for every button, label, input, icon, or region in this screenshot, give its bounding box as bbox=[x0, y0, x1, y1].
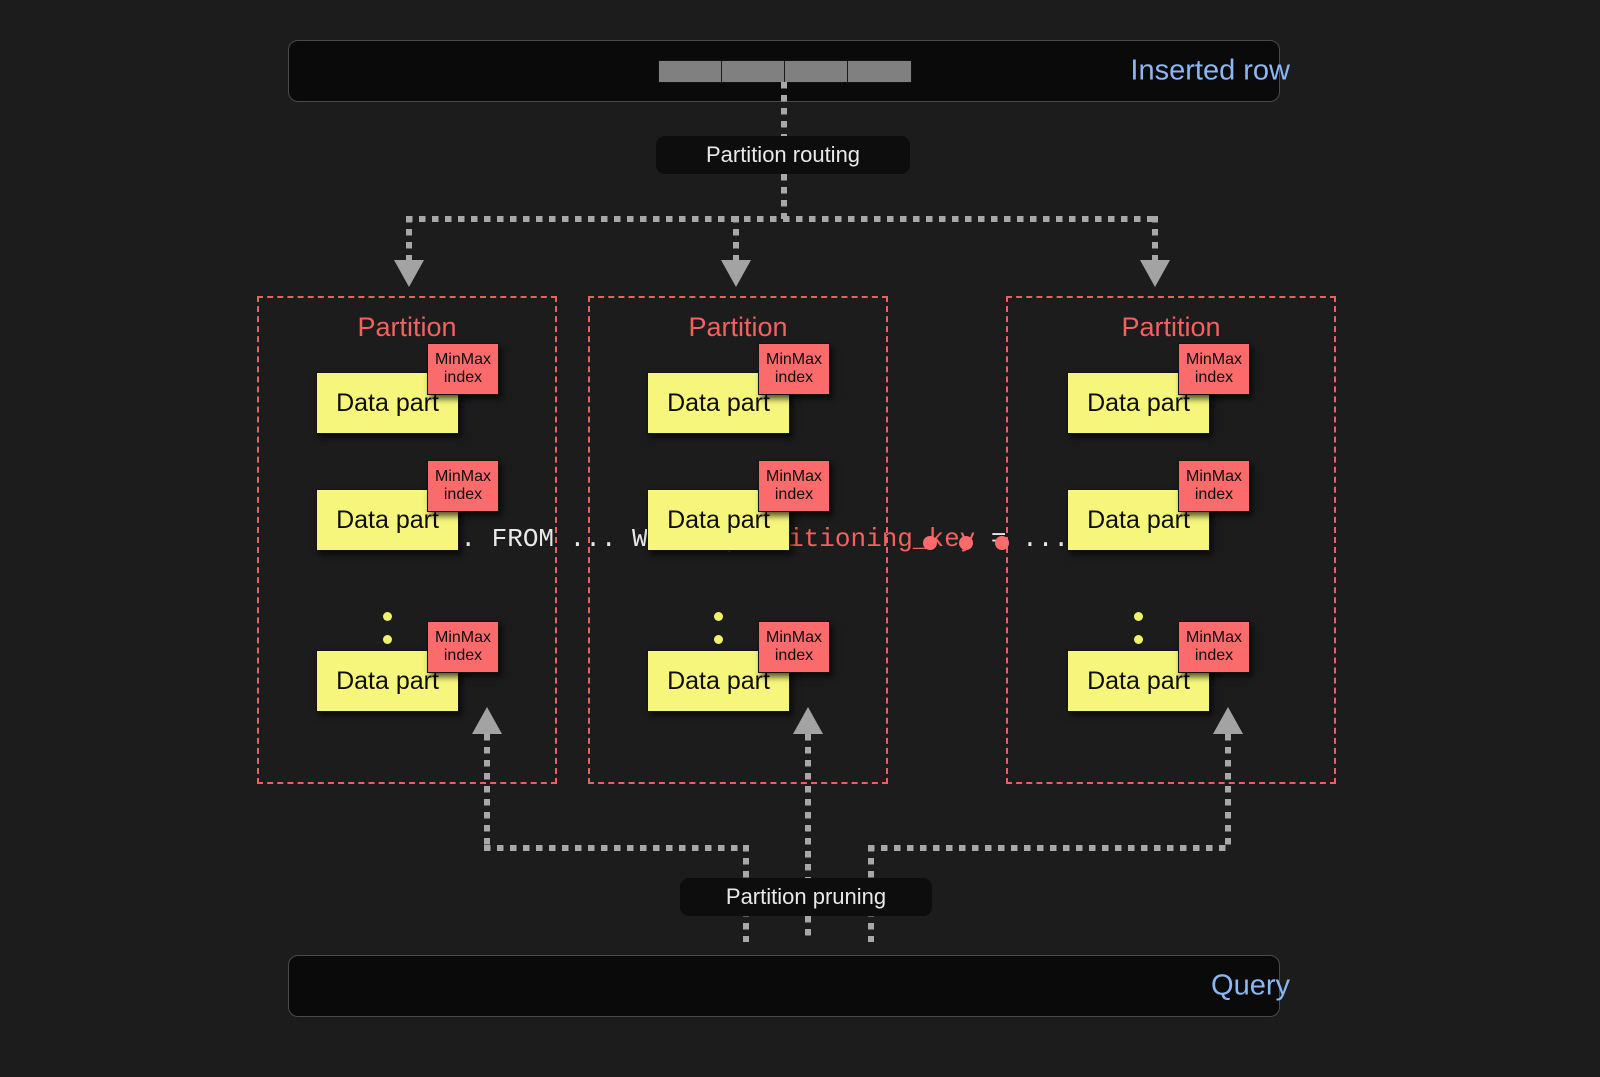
minmax-line-1: MinMax bbox=[434, 468, 491, 486]
data-part-box[interactable]: Data part bbox=[316, 372, 459, 434]
minmax-line-1: MinMax bbox=[434, 629, 491, 647]
minmax-line-2: index bbox=[1194, 647, 1234, 664]
pruning-bus-right bbox=[868, 845, 1231, 851]
partition-box-3[interactable]: Partition MinMax index Data part MinMax … bbox=[1006, 296, 1336, 784]
row-cell bbox=[785, 61, 848, 82]
arrow-prune-to-partition-2 bbox=[793, 707, 823, 734]
ellipsis-dot bbox=[1134, 635, 1143, 644]
pruning-bus-left bbox=[484, 845, 749, 851]
connector-prune-up-1 bbox=[484, 734, 490, 850]
minmax-line-2: index bbox=[443, 647, 483, 664]
minmax-line-2: index bbox=[774, 369, 814, 386]
data-part-box[interactable]: Data part bbox=[1067, 650, 1210, 712]
ellipsis-dot bbox=[959, 536, 973, 550]
connector-row-to-routing bbox=[781, 82, 787, 138]
partition-routing-label: Partition routing bbox=[656, 136, 910, 174]
minmax-index-box[interactable]: MinMax index bbox=[427, 343, 499, 395]
arrow-prune-to-partition-3 bbox=[1213, 707, 1243, 734]
partition-box-2[interactable]: Partition MinMax index Data part MinMax … bbox=[588, 296, 888, 784]
ellipsis-dot bbox=[383, 612, 392, 621]
partition-title: Partition bbox=[1121, 312, 1221, 342]
connector-prune-up-3 bbox=[1225, 734, 1231, 850]
inserted-row-cells bbox=[658, 60, 912, 83]
arrow-into-partition-1 bbox=[394, 260, 424, 287]
query-bar bbox=[288, 955, 1280, 1017]
partition-title: Partition bbox=[688, 312, 788, 342]
data-part-box[interactable]: Data part bbox=[1067, 489, 1210, 551]
connector-prune-up-2 bbox=[805, 734, 811, 942]
minmax-line-1: MinMax bbox=[1185, 468, 1242, 486]
connector-bus-to-partition-1 bbox=[406, 216, 412, 264]
minmax-line-2: index bbox=[1194, 486, 1234, 503]
ellipsis-dot bbox=[995, 536, 1009, 550]
minmax-line-2: index bbox=[443, 486, 483, 503]
arrow-prune-to-partition-1 bbox=[472, 707, 502, 734]
minmax-line-1: MinMax bbox=[765, 468, 822, 486]
minmax-line-1: MinMax bbox=[765, 629, 822, 647]
partition-box-1[interactable]: Partition MinMax index Data part MinMax … bbox=[257, 296, 557, 784]
minmax-line-2: index bbox=[443, 369, 483, 386]
minmax-index-box[interactable]: MinMax index bbox=[758, 343, 830, 395]
minmax-index-box[interactable]: MinMax index bbox=[758, 621, 830, 673]
minmax-index-box[interactable]: MinMax index bbox=[1178, 621, 1250, 673]
minmax-line-1: MinMax bbox=[434, 351, 491, 369]
minmax-line-1: MinMax bbox=[1185, 629, 1242, 647]
minmax-index-box[interactable]: MinMax index bbox=[1178, 460, 1250, 512]
ellipsis-dot bbox=[714, 635, 723, 644]
minmax-line-2: index bbox=[774, 486, 814, 503]
partition-pruning-label: Partition pruning bbox=[680, 878, 932, 916]
query-label: Query bbox=[1211, 969, 1290, 1002]
minmax-line-1: MinMax bbox=[1185, 351, 1242, 369]
arrow-into-partition-2 bbox=[721, 260, 751, 287]
between-partitions-ellipsis bbox=[923, 536, 1009, 550]
data-part-box[interactable]: Data part bbox=[647, 650, 790, 712]
row-cell bbox=[848, 61, 911, 82]
partition-title: Partition bbox=[357, 312, 457, 342]
inserted-row-label: Inserted row bbox=[1130, 54, 1290, 87]
minmax-line-2: index bbox=[1194, 369, 1234, 386]
ellipsis-dot bbox=[714, 612, 723, 621]
ellipsis-dot bbox=[383, 635, 392, 644]
connector-routing-to-bus bbox=[781, 174, 787, 219]
minmax-index-box[interactable]: MinMax index bbox=[427, 621, 499, 673]
minmax-index-box[interactable]: MinMax index bbox=[1178, 343, 1250, 395]
ellipsis-dot bbox=[1134, 612, 1143, 621]
arrow-into-partition-3 bbox=[1140, 260, 1170, 287]
row-cell bbox=[659, 61, 722, 82]
connector-bus-to-partition-2 bbox=[733, 216, 739, 264]
minmax-line-2: index bbox=[774, 647, 814, 664]
ellipsis-dot bbox=[923, 536, 937, 550]
connector-bus-to-partition-3 bbox=[1152, 216, 1158, 264]
row-cell bbox=[722, 61, 785, 82]
routing-bus-horizontal bbox=[406, 216, 1158, 222]
minmax-line-1: MinMax bbox=[765, 351, 822, 369]
minmax-index-box[interactable]: MinMax index bbox=[758, 460, 830, 512]
minmax-index-box[interactable]: MinMax index bbox=[427, 460, 499, 512]
